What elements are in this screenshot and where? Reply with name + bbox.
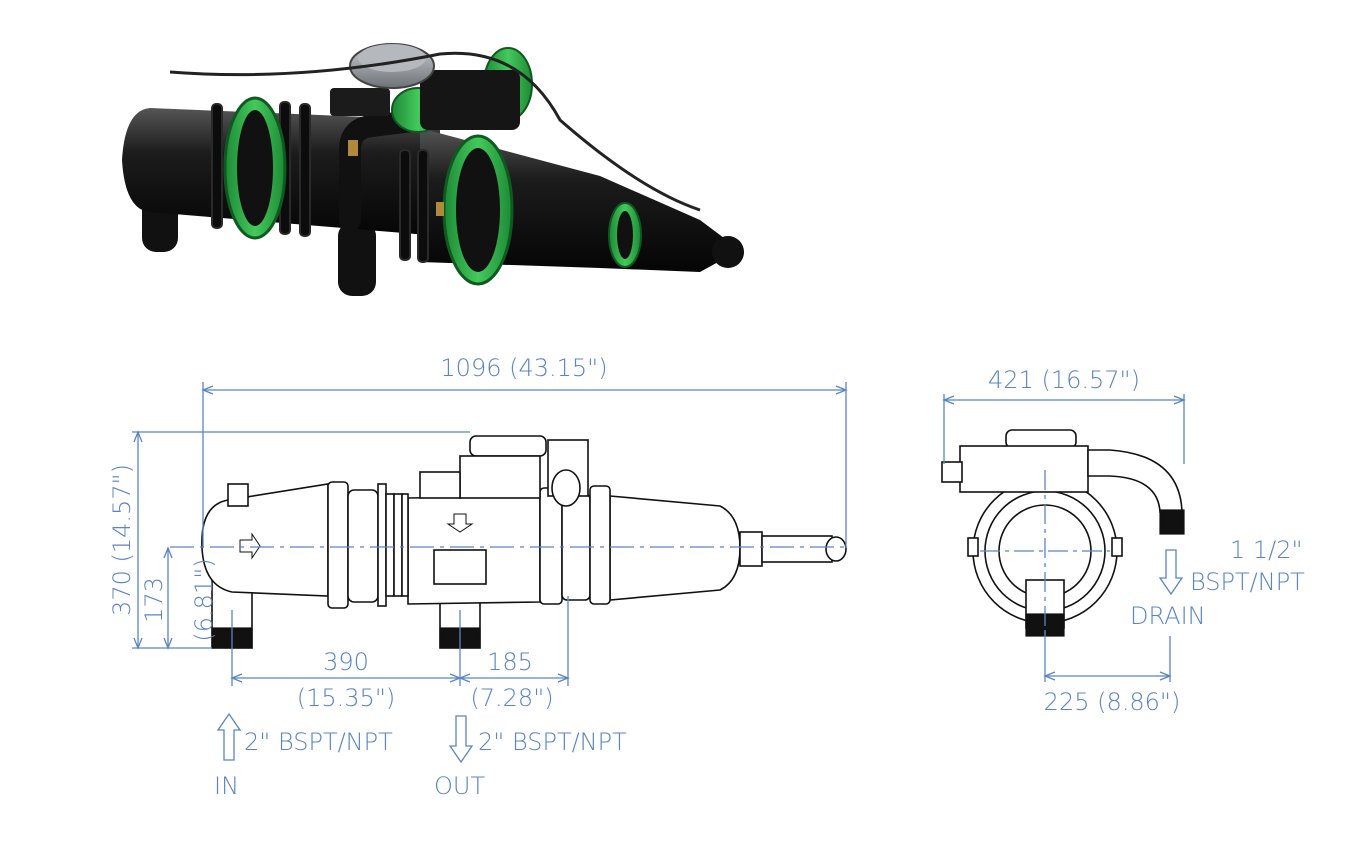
dim-end-width [942, 394, 1186, 464]
height-mm-label: 173 [140, 577, 168, 623]
inlet-label: IN [214, 772, 239, 800]
drain-size-line1: 1 1/2" [1230, 536, 1303, 564]
dim-height-total [132, 430, 470, 650]
overall-length-label: 1096 (43.15") [440, 354, 607, 382]
dim-height-173 [163, 546, 173, 650]
spacing-in-label: (15.35") [297, 684, 395, 712]
dim-overall-length [201, 382, 848, 548]
spacing-mm-label: 390 [323, 648, 369, 676]
drain-offset-label: 225 (8.86") [1044, 688, 1181, 716]
drain-size-line2: BSPT/NPT [1190, 568, 1305, 596]
inlet-size-label: 2" BSPT/NPT [244, 728, 393, 756]
outlet-label: OUT [434, 772, 485, 800]
drain-label: DRAIN [1130, 602, 1206, 630]
inlet-arrow-icon [216, 712, 242, 761]
outlet-arrow-icon [448, 715, 474, 764]
outlet-size-label: 2" BSPT/NPT [478, 728, 627, 756]
dim-port-spacing [230, 596, 570, 686]
product-render [122, 43, 744, 296]
dim-drain-offset [1043, 630, 1172, 682]
end-width-label: 421 (16.57") [988, 366, 1140, 394]
height-total-label: 370 (14.57") [108, 464, 136, 616]
height-in-label: (6.81") [190, 558, 218, 641]
drain-arrow-icon [1158, 549, 1184, 596]
offset-in-label: (7.28") [470, 684, 553, 712]
side-view-drawing [201, 435, 847, 649]
offset-mm-label: 185 [487, 648, 533, 676]
